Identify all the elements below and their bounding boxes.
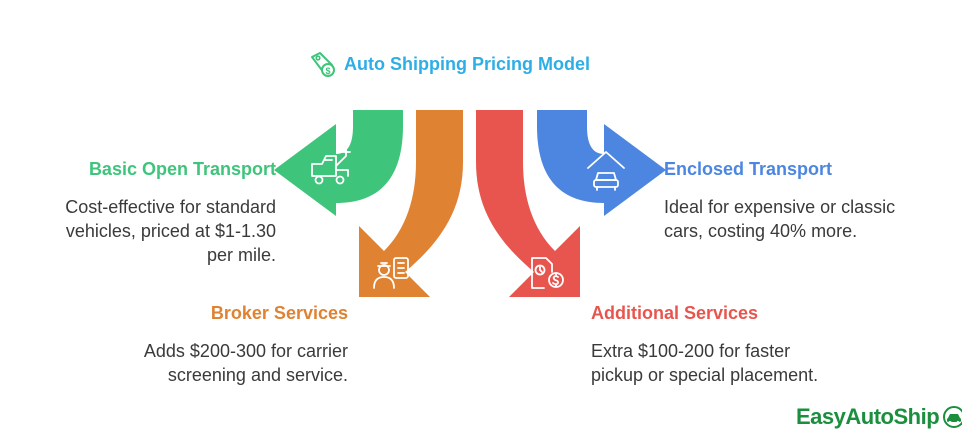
description-line: Adds $200-300 for carrier [143, 341, 348, 361]
description-line: vehicles, priced at $1-1.30 [65, 221, 276, 241]
car-globe-icon [943, 406, 962, 428]
description-line: Cost-effective for standard [65, 197, 276, 217]
orange-arrow [359, 110, 463, 297]
description-line: pickup or special placement. [591, 365, 819, 385]
red-arrow [476, 110, 580, 297]
brand-name: EasyAutoShip [796, 404, 940, 429]
basic-open-transport-description: Cost-effective for standard vehicles, pr… [20, 195, 276, 267]
time-money-icon [531, 257, 564, 289]
broker-services-heading: Broker Services [210, 303, 348, 323]
tow-truck-icon [311, 149, 351, 185]
diagram-title: $ Auto Shipping Pricing Model [306, 48, 590, 80]
broker-checklist-icon [373, 257, 409, 289]
broker-services-description: Adds $200-300 for carrier screening and … [100, 339, 348, 387]
price-tag-icon: $ [311, 52, 335, 77]
description-line: screening and service. [167, 365, 348, 385]
svg-text:$: $ [325, 66, 330, 76]
additional-services-description: Extra $100-200 for faster pickup or spec… [591, 339, 871, 387]
description-line: per mile. [206, 245, 276, 265]
blue-arrow [537, 110, 666, 216]
enclosed-transport-heading: Enclosed Transport [664, 159, 833, 179]
brand-logo: EasyAutoShip [796, 404, 962, 430]
page-title: Auto Shipping Pricing Model [344, 53, 590, 74]
description-line: Ideal for expensive or classic [664, 197, 896, 217]
description-line: cars, costing 40% more. [664, 221, 858, 241]
basic-open-transport-heading: Basic Open Transport [88, 159, 276, 179]
enclosed-transport-description: Ideal for expensive or classic cars, cos… [664, 195, 954, 243]
additional-services-heading: Additional Services [591, 303, 759, 323]
garage-car-icon [587, 151, 625, 191]
description-line: Extra $100-200 for faster [591, 341, 791, 361]
